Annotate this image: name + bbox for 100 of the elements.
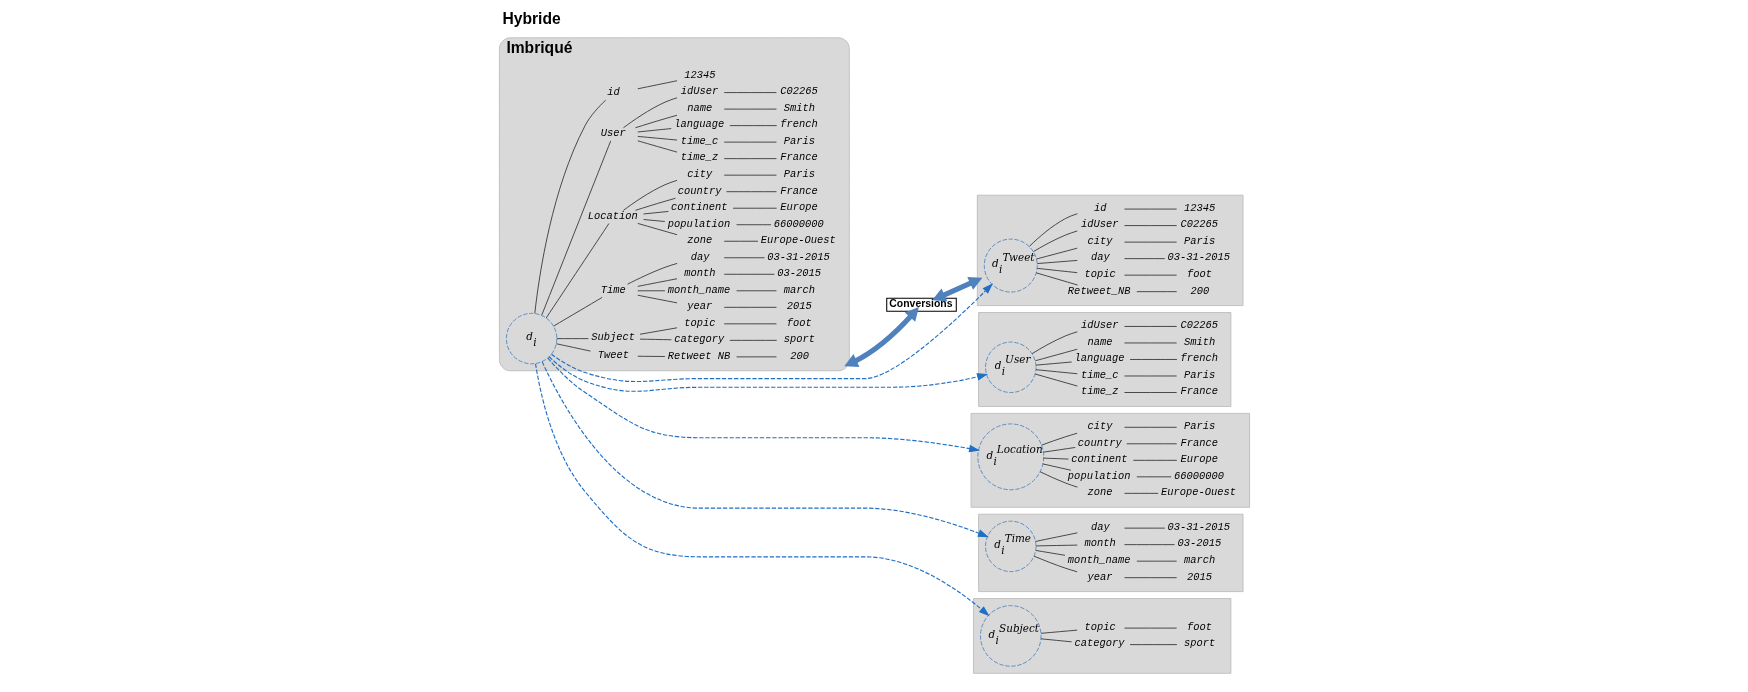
connector (1123, 527, 1165, 529)
connector (533, 99, 606, 314)
connector (723, 257, 765, 259)
node-text: foot (786, 316, 812, 329)
connector (1035, 361, 1072, 366)
node-text: country (677, 184, 721, 197)
node-text: idUser (1080, 319, 1118, 332)
arrow (931, 276, 982, 302)
connector (1035, 544, 1078, 547)
connector (1123, 274, 1177, 276)
connector (1040, 629, 1078, 634)
node-text: population (1067, 469, 1130, 482)
node-text: France (779, 151, 818, 164)
node-text: foot (1186, 620, 1212, 633)
node-text: french (779, 118, 818, 131)
node-text: population (667, 217, 730, 230)
node-text: Paris (783, 134, 815, 147)
arrow (550, 283, 993, 383)
node-text: month (683, 267, 715, 280)
connector (1036, 267, 1078, 274)
node-text: month_name (1067, 553, 1130, 566)
connector (622, 97, 677, 129)
connector (1035, 369, 1078, 375)
connector (1132, 459, 1177, 461)
node-text: day (1090, 520, 1110, 533)
arrow (534, 363, 990, 617)
connector (1035, 272, 1078, 286)
node-text: continent (670, 201, 727, 214)
connector (636, 140, 677, 153)
connector (1135, 476, 1172, 478)
connector (1129, 359, 1177, 360)
connector (1135, 560, 1177, 562)
node-text: Paris (783, 168, 815, 180)
connector (636, 223, 677, 236)
connector (1123, 241, 1177, 243)
node-text: year (686, 300, 712, 313)
node-text: month_name (667, 283, 730, 296)
node-text: Europe-Ouest (1160, 486, 1236, 499)
node-text: Smith (1183, 335, 1215, 348)
node-text: id (606, 86, 620, 99)
connector (723, 108, 777, 110)
connector (540, 140, 611, 316)
node-text: 200 (789, 349, 809, 362)
arrow (546, 357, 980, 453)
connector (1034, 373, 1078, 387)
connector (723, 92, 777, 93)
connector (639, 338, 672, 341)
node-text: Retweet_NB (1067, 284, 1130, 297)
node-text: France (1179, 436, 1218, 449)
node-text: category (673, 333, 724, 346)
connector (552, 296, 603, 327)
connector (1123, 426, 1177, 428)
node-text: 66000000 (773, 217, 824, 230)
node-text: foot (1186, 267, 1212, 280)
node-text: name (686, 101, 712, 114)
node-text: Europe-Ouest (760, 234, 836, 247)
connector (735, 290, 777, 292)
node-text: 200 (1189, 284, 1209, 297)
connector (1125, 443, 1177, 445)
node-text: 2015 (1186, 570, 1212, 583)
connector (1033, 555, 1078, 573)
node-text: 03-2015 (1176, 537, 1221, 550)
connector (634, 114, 677, 129)
connector (1032, 230, 1078, 252)
connector (1129, 644, 1177, 646)
node-text: sport (783, 333, 815, 346)
node-text: month (1083, 537, 1116, 550)
node-text: Tweet (597, 348, 629, 361)
node-text: Paris (1183, 368, 1215, 381)
node-text: idUser (1080, 218, 1118, 231)
connector (1036, 260, 1078, 264)
node-text: category (1073, 637, 1124, 650)
node-text: Time (600, 283, 626, 296)
node-text: name (1086, 335, 1112, 348)
connector (1031, 331, 1078, 355)
connector (735, 224, 771, 226)
connector (1040, 432, 1078, 446)
connector (732, 207, 777, 209)
connector (636, 290, 665, 292)
node-text: 12345 (683, 68, 715, 81)
connector (1123, 342, 1177, 344)
connector (728, 125, 777, 127)
arrow (541, 361, 989, 538)
node-text: C02265 (1179, 319, 1218, 332)
connector (622, 179, 677, 211)
connector (723, 306, 777, 308)
connector (636, 135, 677, 141)
connector (1034, 348, 1078, 362)
node-text: 2015 (786, 300, 812, 313)
node-text: Paris (1183, 234, 1215, 247)
node-text: language (673, 118, 724, 131)
node-text: 03-2015 (776, 267, 821, 280)
connector (735, 356, 777, 358)
connector (1135, 291, 1177, 293)
node-text: C02265 (1179, 218, 1218, 231)
connector (1042, 447, 1076, 453)
node-text: Europe (779, 201, 818, 214)
connector (636, 294, 677, 304)
node-text: idUser (680, 85, 718, 98)
node-text: time_z (1080, 385, 1118, 398)
